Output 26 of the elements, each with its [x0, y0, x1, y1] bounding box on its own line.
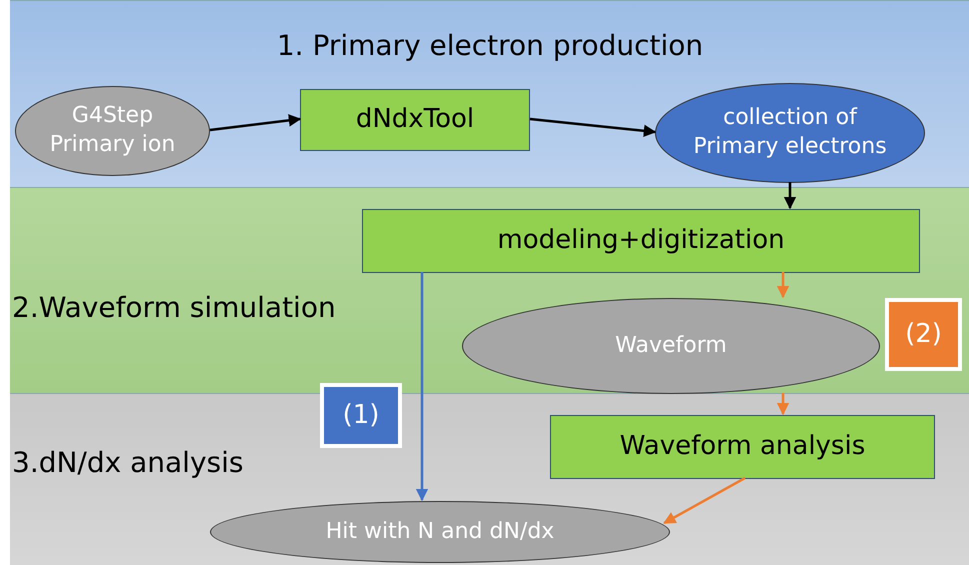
section-heading: 1. Primary electron production [276, 29, 704, 62]
arrow [416, 272, 428, 502]
number-tag [885, 298, 962, 371]
section-heading: 3.dN/dx analysis [12, 446, 244, 479]
arrow [776, 393, 790, 416]
arrow [663, 476, 746, 524]
section-heading: 2.Waveform simulation [12, 291, 336, 324]
arrow [784, 182, 796, 210]
number-tag [320, 383, 402, 448]
section-band [10, 187, 969, 393]
node-label: (2) [904, 318, 943, 351]
node-label: G4Step Primary ion [48, 102, 176, 159]
process-box [362, 209, 920, 273]
arrow [530, 118, 656, 138]
node-label: Waveform analysis [618, 430, 866, 464]
node-label: dNdxTool [354, 103, 476, 136]
process-box [550, 415, 935, 479]
section-band [10, 0, 969, 187]
arrow [210, 114, 302, 132]
process-box [300, 89, 530, 151]
node-label: modeling+digitization [496, 224, 786, 258]
node-label: (1) [342, 398, 380, 432]
node-label: Waveform [614, 332, 728, 360]
node-label: Hit with N and dN/dx [324, 518, 556, 546]
arrow [776, 272, 790, 298]
node-label: collection of Primary electrons [692, 104, 888, 161]
